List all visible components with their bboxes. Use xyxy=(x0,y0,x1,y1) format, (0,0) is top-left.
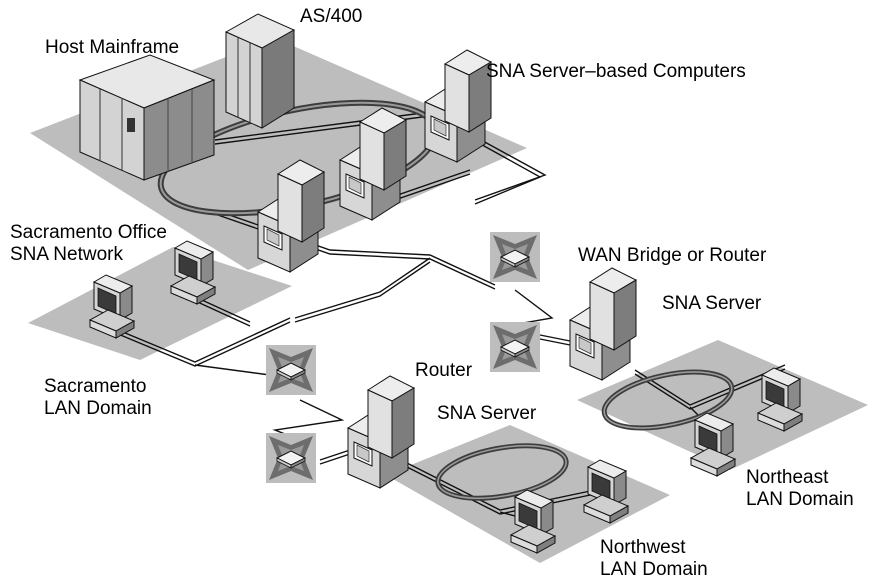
northwest-token-ring-icon xyxy=(435,443,569,501)
as400-icon xyxy=(224,13,296,129)
as400-label: AS/400 xyxy=(300,6,363,27)
mainframe-icon xyxy=(78,54,216,181)
sacramento-lan-line2: LAN Domain xyxy=(44,398,152,419)
router-icon xyxy=(265,344,317,396)
northeast-line2: LAN Domain xyxy=(746,489,854,510)
sna-server-right-label: SNA Server xyxy=(662,293,762,314)
sacramento-office-line2: SNA Network xyxy=(10,244,123,265)
sacramento-lan-label: Sacramento LAN Domain xyxy=(44,376,152,420)
workstation-icon xyxy=(89,274,135,339)
router-icon xyxy=(265,432,317,484)
sacramento-lan-line1: Sacramento xyxy=(44,376,147,397)
host-mainframe-label: Host Mainframe xyxy=(45,37,180,58)
sna-server-icon xyxy=(347,375,415,489)
sna-server-icon xyxy=(569,267,637,381)
sacramento-office-line1: Sacramento Office xyxy=(10,222,168,243)
sacramento-platform xyxy=(28,247,292,360)
workstation-icon xyxy=(510,489,556,554)
workstation-icon xyxy=(757,367,803,432)
sacramento-office-label: Sacramento Office SNA Network xyxy=(10,222,167,266)
workstation-icon xyxy=(170,240,216,305)
sna-server-bottom-label: SNA Server xyxy=(437,403,537,424)
northwest-line2: LAN Domain xyxy=(600,559,708,580)
workstation-icon xyxy=(690,412,736,477)
northeast-token-ring-icon xyxy=(601,369,735,431)
wan-router-icon xyxy=(489,231,541,283)
northwest-lan-label: Northwest LAN Domain xyxy=(600,537,708,581)
sna-server-based-label: SNA Server–based Computers xyxy=(486,61,746,82)
router-icon xyxy=(489,321,541,373)
wan-bridge-label: WAN Bridge or Router xyxy=(578,245,767,266)
sna-server-icon xyxy=(424,49,492,163)
northeast-line1: Northeast xyxy=(746,467,829,488)
router-label: Router xyxy=(415,360,473,381)
workstation-icon xyxy=(583,459,629,524)
northwest-line1: Northwest xyxy=(600,537,686,558)
northeast-lan-label: Northeast LAN Domain xyxy=(746,467,854,511)
